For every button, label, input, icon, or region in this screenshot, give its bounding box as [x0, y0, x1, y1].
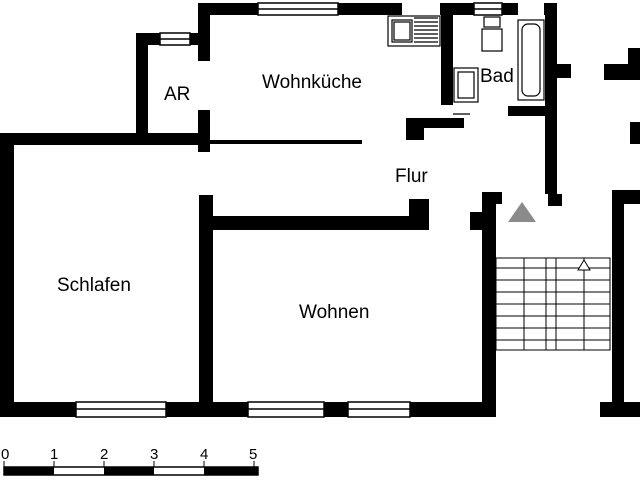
- scale-tick-5: 5: [249, 446, 257, 463]
- windows: [75, 2, 503, 418]
- scale-tick-3: 3: [150, 446, 158, 463]
- triangle-up-icon: [508, 202, 536, 222]
- room-label-bad: Bad: [480, 66, 514, 87]
- room-label-flur: Flur: [395, 166, 428, 187]
- scale-bar: 0 1 2 3 4 5: [1, 446, 259, 476]
- room-label-schlafen: Schlafen: [57, 275, 131, 296]
- walls: [0, 3, 640, 417]
- scale-tick-4: 4: [200, 446, 208, 463]
- toilet: [481, 16, 503, 52]
- scale-tick-0: 0: [1, 446, 9, 463]
- room-label-wohnkueche: Wohnküche: [262, 72, 362, 93]
- scale-tick-2: 2: [100, 446, 108, 463]
- fixtures: [387, 15, 545, 115]
- washbasin: [453, 67, 479, 103]
- staircase: [495, 257, 611, 351]
- small-triangle-icon: [577, 259, 591, 271]
- scale-tick-1: 1: [50, 446, 58, 463]
- bathtub: [517, 19, 545, 101]
- room-label-ar: AR: [164, 84, 190, 105]
- kitchen-counter: [387, 15, 441, 47]
- room-label-wohnen: Wohnen: [299, 302, 369, 323]
